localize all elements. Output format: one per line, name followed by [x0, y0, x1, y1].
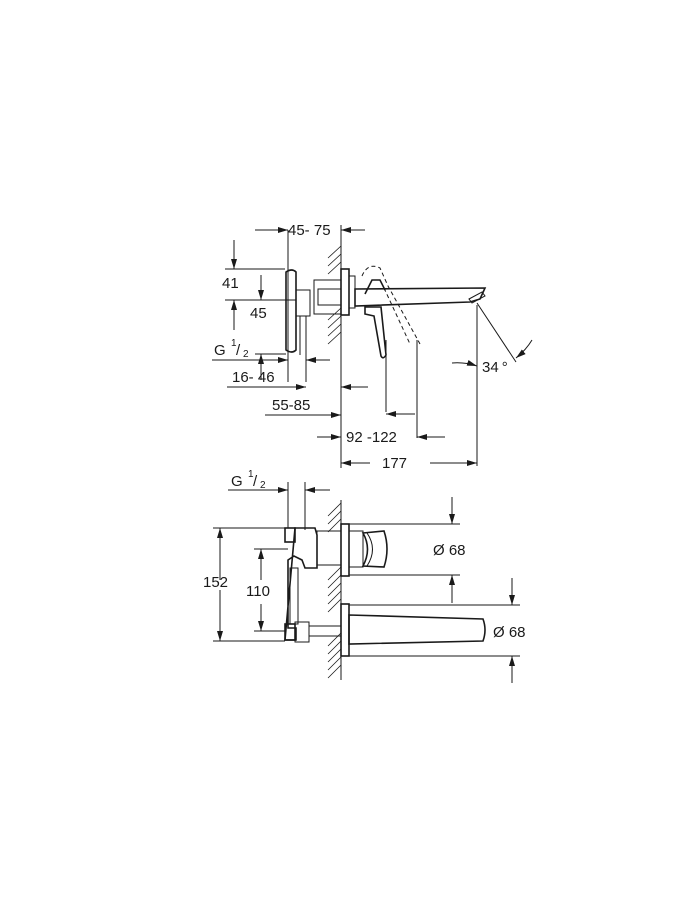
thread-num-side: 1: [231, 338, 237, 349]
dim-rosette-spout: Ø 68: [493, 624, 526, 641]
lever-side: [361, 265, 421, 359]
thread-label-side: G: [214, 342, 226, 359]
concealed-body: [285, 269, 342, 355]
spout-rosette-front: [340, 603, 486, 657]
thread-label-front: G: [231, 473, 243, 490]
dim-92-122: 92 -122: [346, 429, 397, 446]
concealed-body-front: [284, 527, 342, 643]
dim-16-46: 16- 46: [232, 369, 275, 386]
side-view: 45- 75 41 45 G 1 / 2 16- 46 55-85 92 -12…: [212, 222, 533, 472]
dim-angle: 34°: [482, 359, 508, 376]
lever-rosette-front: [340, 523, 388, 577]
dim-rosette-lever: Ø 68: [433, 542, 466, 559]
dim-45: 45: [250, 305, 267, 322]
wall-hatch-top: [327, 225, 342, 468]
dim-55-85: 55-85: [272, 397, 310, 414]
spout-side: [354, 287, 487, 307]
dim-41: 41: [222, 275, 239, 292]
dim-177: 177: [382, 455, 407, 472]
dim-110: 110: [246, 583, 270, 600]
thread-den-side: 2: [243, 349, 249, 360]
thread-slash-front: /: [253, 473, 258, 490]
thread-den-front: 2: [260, 480, 266, 491]
dim-152: 152: [203, 574, 228, 591]
thread-num-front: 1: [248, 469, 254, 480]
dim-45-75: 45- 75: [288, 222, 331, 239]
thread-slash-side: /: [236, 342, 241, 359]
wall-hatch-bottom: [327, 502, 342, 679]
rosette-side: [340, 268, 356, 316]
front-view: G 1 / 2 152 110 Ø 68 Ø 68: [203, 469, 526, 683]
